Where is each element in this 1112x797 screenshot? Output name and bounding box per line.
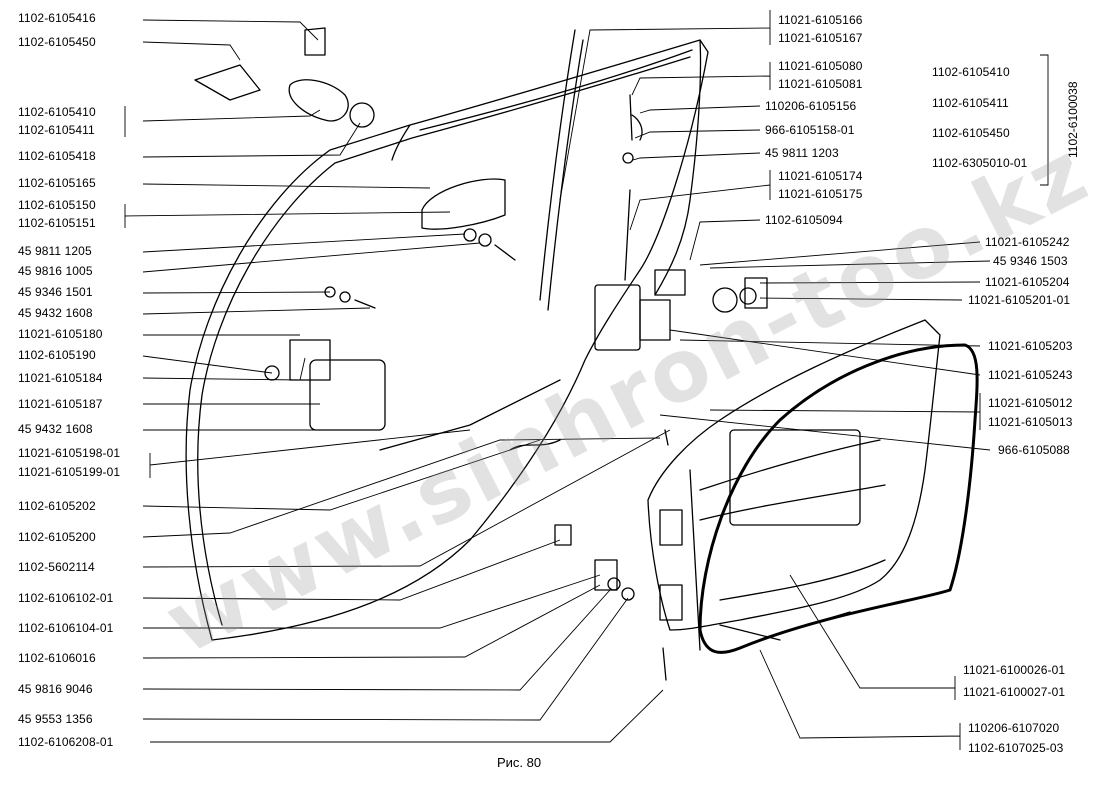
part-number-label: 1102-6105450 bbox=[18, 35, 96, 49]
part-number-label: 1102-5602114 bbox=[18, 560, 95, 574]
part-number-label: 11021-6105203 bbox=[988, 339, 1073, 353]
kit-number-label: 1102-6100038 bbox=[1066, 81, 1080, 158]
part-number-label: 1102-6105410 bbox=[18, 105, 96, 119]
part-number-label: 11021-6105175 bbox=[778, 187, 863, 201]
part-number-label: 11021-6105187 bbox=[18, 397, 103, 411]
part-number-label: 45 9811 1205 bbox=[18, 244, 92, 258]
part-number-label: 966-6105158-01 bbox=[765, 123, 855, 137]
door-outer-panel bbox=[185, 39, 709, 641]
part-number-label: 1102-6105150 bbox=[18, 198, 96, 212]
part-number-label: 1102-6106016 bbox=[18, 651, 96, 665]
part-number-label: 11021-6105166 bbox=[778, 13, 863, 27]
part-number-label: 11021-6105198-01 bbox=[18, 446, 121, 460]
part-number-label: 11021-6105081 bbox=[778, 77, 863, 91]
part-number-label: 11021-6105184 bbox=[18, 371, 103, 385]
kit-part-label: 1102-6105410 bbox=[932, 65, 1010, 79]
part-number-label: 11021-6105080 bbox=[778, 59, 863, 73]
part-number-label: 1102-6105094 bbox=[765, 213, 843, 227]
part-number-label: 11021-6105242 bbox=[985, 235, 1070, 249]
part-number-label: 45 9346 1503 bbox=[993, 254, 1068, 268]
part-number-label: 1102-6105190 bbox=[18, 348, 96, 362]
part-number-label: 11021-6105204 bbox=[985, 275, 1070, 289]
part-number-label: 1102-6105202 bbox=[18, 499, 96, 513]
part-number-label: 1102-6106208-01 bbox=[18, 735, 114, 749]
kit-part-label: 1102-6305010-01 bbox=[932, 156, 1028, 170]
part-number-label: 1102-6105165 bbox=[18, 176, 96, 190]
part-number-label: 45 9811 1203 bbox=[765, 146, 839, 160]
door-inner-panel bbox=[647, 319, 941, 631]
kit-part-label: 1102-6105411 bbox=[932, 96, 1009, 110]
part-number-label: 45 9432 1608 bbox=[18, 306, 93, 320]
part-number-label: 11021-6105199-01 bbox=[18, 465, 121, 479]
part-number-label: 45 9553 1356 bbox=[18, 712, 93, 726]
part-number-label: 11021-6105243 bbox=[988, 368, 1073, 382]
part-number-label: 11021-6105180 bbox=[18, 327, 103, 341]
part-number-label: 45 9816 9046 bbox=[18, 682, 93, 696]
part-number-label: 45 9346 1501 bbox=[18, 285, 93, 299]
part-number-label: 1102-6105418 bbox=[18, 149, 96, 163]
part-number-label: 11021-6105013 bbox=[988, 415, 1073, 429]
part-number-label: 11021-6100027-01 bbox=[963, 685, 1066, 699]
part-number-label: 45 9816 1005 bbox=[18, 264, 93, 278]
kit-part-label: 1102-6105450 bbox=[932, 126, 1010, 140]
part-number-label: 1102-6106104-01 bbox=[18, 621, 114, 635]
part-number-label: 11021-6100026-01 bbox=[963, 663, 1066, 677]
part-number-label: 11021-6105012 bbox=[988, 396, 1073, 410]
window-opening bbox=[729, 429, 861, 526]
part-number-label: 1102-6107025-03 bbox=[968, 741, 1064, 755]
part-number-label: 1102-6105151 bbox=[18, 216, 96, 230]
part-number-label: 11021-6105201-01 bbox=[968, 293, 1071, 307]
part-number-label: 11021-6105174 bbox=[778, 169, 863, 183]
part-number-label: 966-6105088 bbox=[998, 443, 1070, 457]
part-number-label: 110206-6105156 bbox=[765, 99, 857, 113]
part-number-label: 1102-6105416 bbox=[18, 11, 96, 25]
part-number-label: 110206-6107020 bbox=[968, 721, 1060, 735]
part-number-label: 1102-6106102-01 bbox=[18, 591, 114, 605]
part-number-label: 1102-6105200 bbox=[18, 530, 96, 544]
figure-caption: Рис. 80 bbox=[497, 755, 542, 770]
part-number-label: 11021-6105167 bbox=[778, 31, 863, 45]
part-number-label: 1102-6105411 bbox=[18, 123, 95, 137]
part-number-label: 45 9432 1608 bbox=[18, 422, 93, 436]
